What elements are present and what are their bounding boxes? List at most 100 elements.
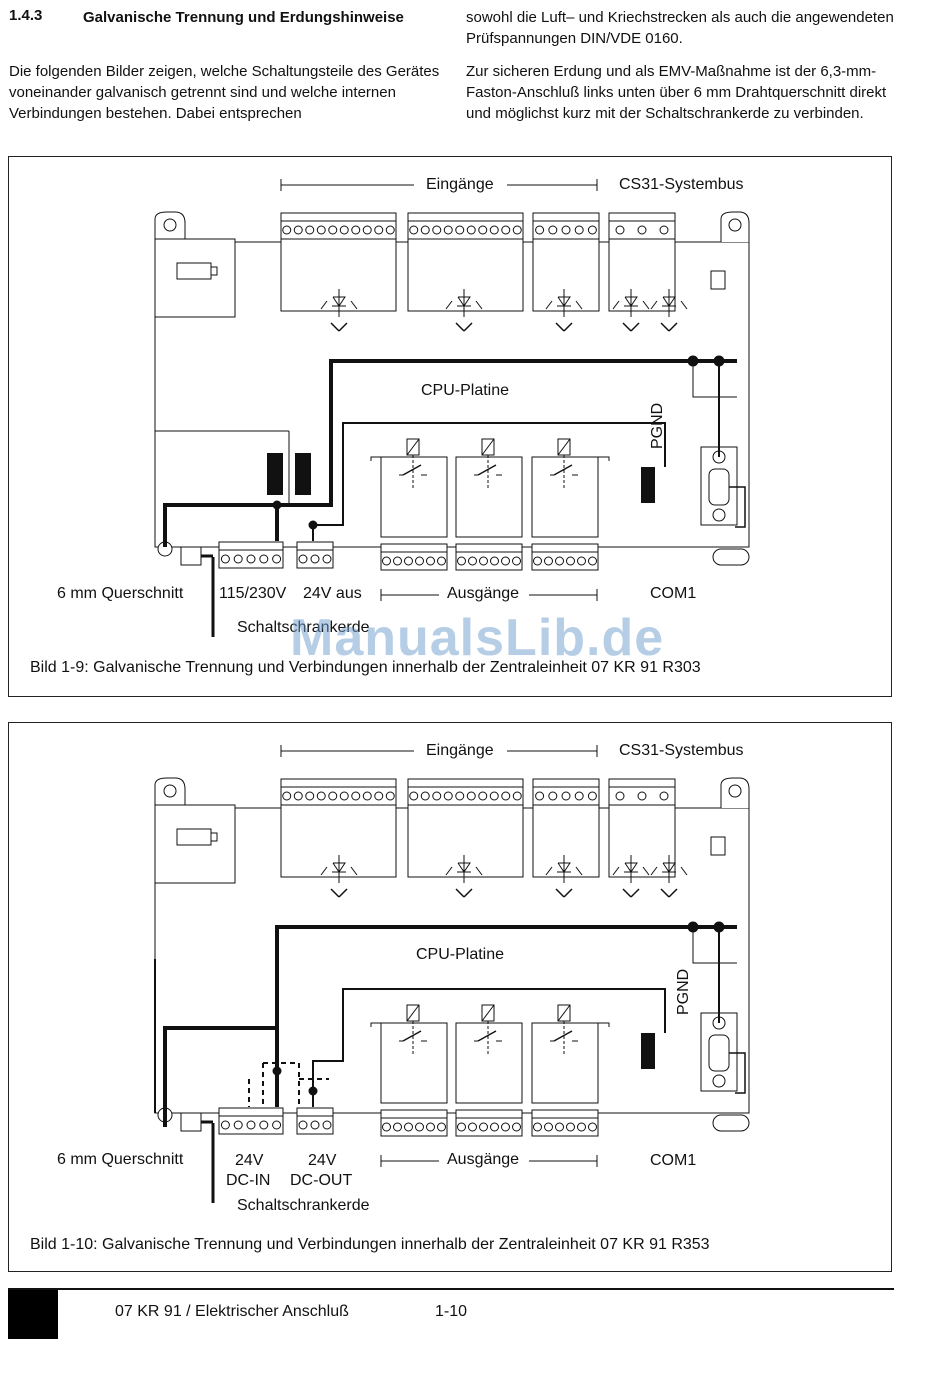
terminal-screw bbox=[316, 791, 326, 801]
terminal-screw bbox=[298, 554, 308, 564]
terminal-screw bbox=[615, 225, 625, 235]
terminal-screw bbox=[533, 1122, 542, 1132]
figure-1-9: Eingänge CS31-Systembus CPU-Platine PGND… bbox=[8, 156, 892, 697]
label-cpu-board: CPU-Platine bbox=[421, 382, 510, 399]
input-module bbox=[532, 238, 600, 312]
diagram-r303 bbox=[154, 179, 750, 637]
terminal-screw bbox=[479, 556, 488, 566]
optocoupler-transistor bbox=[330, 888, 340, 898]
input-module bbox=[407, 804, 524, 878]
optocoupler-transistor bbox=[338, 888, 348, 898]
terminal-screw bbox=[555, 1122, 564, 1132]
output-module bbox=[455, 1022, 523, 1104]
label-inputs: Eingänge bbox=[426, 742, 494, 759]
terminal-screw bbox=[489, 225, 499, 235]
label-systembus: CS31-Systembus bbox=[619, 176, 744, 193]
label-dcin: DC-IN bbox=[226, 1172, 271, 1189]
pgnd-line bbox=[692, 361, 737, 398]
terminal-screw bbox=[432, 225, 442, 235]
junction-dot bbox=[308, 1086, 318, 1096]
ground-bus bbox=[163, 359, 737, 547]
mode-switch bbox=[710, 270, 726, 290]
terminal-screw bbox=[587, 225, 597, 235]
figure-caption: Bild 1-9: Galvanische Trennung und Verbi… bbox=[30, 659, 701, 676]
terminal-screw bbox=[437, 1122, 446, 1132]
terminal-screw bbox=[305, 225, 315, 235]
terminal-screw bbox=[659, 225, 669, 235]
terminal-screw bbox=[437, 556, 446, 566]
junction-dot bbox=[308, 520, 318, 530]
optocoupler-arrow bbox=[612, 866, 620, 876]
com1-shield-wire bbox=[729, 1052, 746, 1094]
label-com1: COM1 bbox=[650, 1152, 697, 1169]
terminal-screw bbox=[246, 1120, 256, 1130]
optocoupler-transistor bbox=[463, 322, 473, 332]
terminal-screw bbox=[259, 1120, 269, 1130]
terminal-screw bbox=[544, 1122, 553, 1132]
label-cross-section: 6 mm Querschnitt bbox=[57, 1151, 184, 1168]
relay-coil-slash bbox=[406, 438, 420, 456]
figure-caption: Bild 1-10: Galvanische Trennung und Verb… bbox=[30, 1236, 710, 1253]
relay-switch bbox=[402, 1030, 422, 1042]
terminal-screw bbox=[385, 791, 395, 801]
terminal-screw bbox=[362, 225, 372, 235]
transformer-core bbox=[295, 453, 311, 495]
terminal-block bbox=[380, 543, 448, 571]
terminal-screw bbox=[455, 225, 465, 235]
terminal-screw bbox=[310, 1120, 320, 1130]
terminal-screw bbox=[305, 791, 315, 801]
mounting-hole bbox=[728, 784, 742, 798]
com1-shield-wire bbox=[729, 486, 746, 528]
terminal-screw bbox=[409, 791, 419, 801]
junction-dot bbox=[272, 500, 282, 510]
terminal-block bbox=[380, 1109, 448, 1137]
terminal-screw bbox=[468, 556, 477, 566]
optocoupler-arrow bbox=[642, 300, 650, 310]
junction-dot bbox=[687, 921, 699, 933]
terminal-screw bbox=[512, 1122, 521, 1132]
terminal-screw bbox=[512, 225, 522, 235]
optocoupler-transistor bbox=[668, 322, 678, 332]
faston-connector bbox=[180, 1112, 202, 1132]
relay-switch bbox=[477, 464, 497, 476]
label-24v-out: 24V aus bbox=[303, 585, 362, 602]
label-pgnd: PGND bbox=[649, 402, 666, 449]
optocoupler-arrow bbox=[575, 300, 583, 310]
optocoupler-arrow bbox=[475, 300, 483, 310]
mode-switch bbox=[710, 836, 726, 856]
optocoupler-transistor bbox=[455, 888, 465, 898]
terminal-screw bbox=[272, 1120, 282, 1130]
relay-switch bbox=[402, 464, 422, 476]
optocoupler-transistor bbox=[330, 322, 340, 332]
optocoupler-arrow bbox=[320, 300, 328, 310]
terminal-screw bbox=[374, 791, 384, 801]
terminal-screw bbox=[566, 1122, 575, 1132]
optocoupler-arrow bbox=[642, 866, 650, 876]
faston-connector bbox=[180, 546, 202, 566]
label-com1: COM1 bbox=[650, 585, 697, 602]
terminal-screw bbox=[339, 791, 349, 801]
optocoupler-transistor bbox=[555, 322, 565, 332]
terminal-screw bbox=[574, 791, 584, 801]
terminal-screw bbox=[351, 791, 361, 801]
optocoupler-transistor bbox=[563, 888, 573, 898]
mounting-hole bbox=[728, 218, 742, 232]
terminal-screw bbox=[293, 791, 303, 801]
terminal-screw bbox=[489, 791, 499, 801]
footer-rule bbox=[8, 1288, 894, 1290]
label-systembus: CS31-Systembus bbox=[619, 742, 744, 759]
pgnd-line bbox=[692, 927, 737, 964]
terminal-screw bbox=[432, 791, 442, 801]
terminal-screw bbox=[544, 556, 553, 566]
optocoupler-transistor bbox=[555, 888, 565, 898]
label-inputs: Eingänge bbox=[426, 176, 494, 193]
terminal-screw bbox=[490, 556, 499, 566]
relay-switch bbox=[553, 464, 573, 476]
terminal-screw bbox=[588, 1122, 597, 1132]
label-cpu-board: CPU-Platine bbox=[416, 946, 505, 963]
optocoupler-transistor bbox=[630, 888, 640, 898]
terminal-screw bbox=[535, 225, 545, 235]
optocoupler-arrow bbox=[445, 866, 453, 876]
terminal-screw bbox=[246, 554, 256, 564]
terminal-screw bbox=[566, 556, 575, 566]
